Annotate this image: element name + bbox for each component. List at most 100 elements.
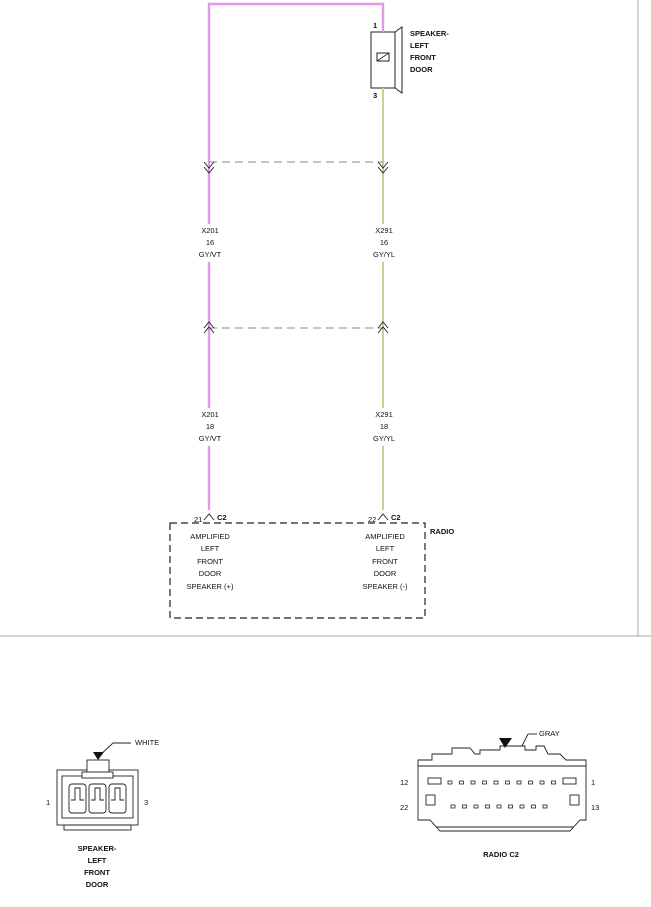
speaker-connector-inner <box>61 775 134 819</box>
radio-connector-cavity <box>505 780 510 785</box>
radio-connector-caption: RADIO C2 <box>483 850 519 859</box>
wire-label-left-lower: X201 18 GY/VT <box>196 408 224 446</box>
chevron-up-icon <box>203 326 215 334</box>
svg-text:X291: X291 <box>375 410 393 419</box>
speaker-connector-pointer-icon <box>93 752 104 760</box>
speaker-connector-caption-1: SPEAKER- <box>78 844 117 853</box>
radio-connector-cavity <box>470 780 476 785</box>
chevron-up-icon <box>377 326 389 334</box>
radio-connector-cavity <box>447 780 453 785</box>
speaker-connector-cavity <box>68 783 87 814</box>
svg-text:FRONT: FRONT <box>372 557 398 566</box>
speaker-pin-3-label: 3 <box>373 91 377 100</box>
wire-label-right-upper: X291 16 GY/YL <box>370 224 398 262</box>
svg-text:GY/VT: GY/VT <box>199 250 222 259</box>
radio-connector-cavity <box>473 804 479 809</box>
radio-module: RADIO 21 C2 22 C2 AMPLIFIED LEFT FRONT D… <box>169 513 454 619</box>
svg-text:X201: X201 <box>201 410 219 419</box>
speaker-name-line-1: SPEAKER- <box>410 29 449 38</box>
svg-text:SPEAKER (+): SPEAKER (+) <box>187 582 234 591</box>
radio-connector-cavity <box>493 780 499 785</box>
speaker-connector-caption-3: FRONT <box>84 868 110 877</box>
radio-connector-cavity <box>531 804 536 809</box>
radio-connector-key <box>562 777 577 785</box>
wire-label-left-upper: X201 16 GY/VT <box>196 224 224 262</box>
speaker-connector-face <box>56 742 139 831</box>
chevron-up-icon <box>203 513 215 521</box>
radio-connector-key <box>569 794 580 806</box>
speaker-connector-pin-1-label: 1 <box>46 798 50 807</box>
speaker-name-line-2: LEFT <box>410 41 429 50</box>
chevron-down-icon <box>203 166 215 174</box>
radio-connector-pin-22-label: 22 <box>400 803 408 812</box>
chevron-down-icon <box>377 161 389 169</box>
radio-connector-cavity <box>496 804 502 809</box>
chevron-down-icon <box>203 161 215 169</box>
speaker-name-line-3: FRONT <box>410 53 436 62</box>
speaker-connector-cavity <box>88 783 107 814</box>
terminal-icon <box>111 787 124 801</box>
radio-connector-key <box>427 777 442 785</box>
svg-text:LEFT: LEFT <box>376 544 395 553</box>
svg-text:DOOR: DOOR <box>199 569 222 578</box>
radio-connector-cavity <box>519 804 525 809</box>
svg-text:X291: X291 <box>375 226 393 235</box>
svg-text:SPEAKER (-): SPEAKER (-) <box>362 582 408 591</box>
radio-connector-color: GRAY <box>539 729 560 738</box>
radio-pin-22-desc: AMPLIFIED <box>365 532 405 541</box>
radio-connector-cavity <box>516 780 522 785</box>
svg-text:LEFT: LEFT <box>201 544 220 553</box>
radio-connector-pin-12-label: 12 <box>400 778 408 787</box>
svg-text:18: 18 <box>380 422 388 431</box>
chevron-up-icon <box>377 513 389 521</box>
speaker-connector-cavity <box>108 783 127 814</box>
wire-gy-vt <box>207 2 385 510</box>
radio-connector-key <box>425 794 436 806</box>
speaker-connector-latch <box>86 759 110 773</box>
speaker-connector-caption-2: LEFT <box>88 856 107 865</box>
radio-pin-22-connector: C2 <box>391 513 401 522</box>
speaker-cone-icon <box>394 26 403 94</box>
chevron-up-icon <box>203 321 215 329</box>
radio-pin-21-desc: AMPLIFIED <box>190 532 230 541</box>
radio-connector-cavities <box>447 780 556 809</box>
radio-pin-21-number: 21 <box>194 515 202 524</box>
radio-connector-cavity <box>462 804 467 809</box>
speaker-connector-color: WHITE <box>135 738 159 747</box>
svg-text:16: 16 <box>206 238 214 247</box>
svg-text:GY/VT: GY/VT <box>199 434 222 443</box>
radio-connector-cavity <box>528 780 533 785</box>
radio-connector-cavity <box>459 780 464 785</box>
speaker-connector-pin-3-label: 3 <box>144 798 148 807</box>
wire-gy-vt-line <box>207 2 385 510</box>
radio-connector-cavity <box>482 780 487 785</box>
radio-connector-cavity <box>551 780 556 785</box>
radio-connector-latch <box>417 745 587 767</box>
radio-connector-pin-1-label: 1 <box>591 778 595 787</box>
radio-connector-pointer-icon <box>499 738 512 748</box>
radio-pin-21-connector: C2 <box>217 513 227 522</box>
terminal-icon <box>71 787 84 801</box>
svg-text:GY/YL: GY/YL <box>373 434 395 443</box>
svg-text:16: 16 <box>380 238 388 247</box>
svg-text:GY/YL: GY/YL <box>373 250 395 259</box>
speaker-connector-lip <box>63 824 132 831</box>
radio-module-name: RADIO <box>430 527 454 536</box>
radio-connector-cavity <box>485 804 490 809</box>
chevron-up-icon <box>377 321 389 329</box>
radio-connector-pin-13-label: 13 <box>591 803 599 812</box>
svg-text:18: 18 <box>206 422 214 431</box>
svg-text:FRONT: FRONT <box>197 557 223 566</box>
terminal-icon <box>91 787 104 801</box>
speaker-pin-1-label: 1 <box>373 21 377 30</box>
wire-label-right-lower: X291 18 GY/YL <box>370 408 398 446</box>
radio-module-outline <box>169 522 426 619</box>
radio-connector-cavity <box>450 804 456 809</box>
inline-connector-chevrons <box>203 161 389 521</box>
radio-connector-cavity <box>539 780 545 785</box>
radio-c2-connector-face <box>417 733 587 832</box>
speaker-name-line-4: DOOR <box>410 65 433 74</box>
speaker-connector-caption-4: DOOR <box>86 880 109 889</box>
chevron-down-icon <box>377 166 389 174</box>
